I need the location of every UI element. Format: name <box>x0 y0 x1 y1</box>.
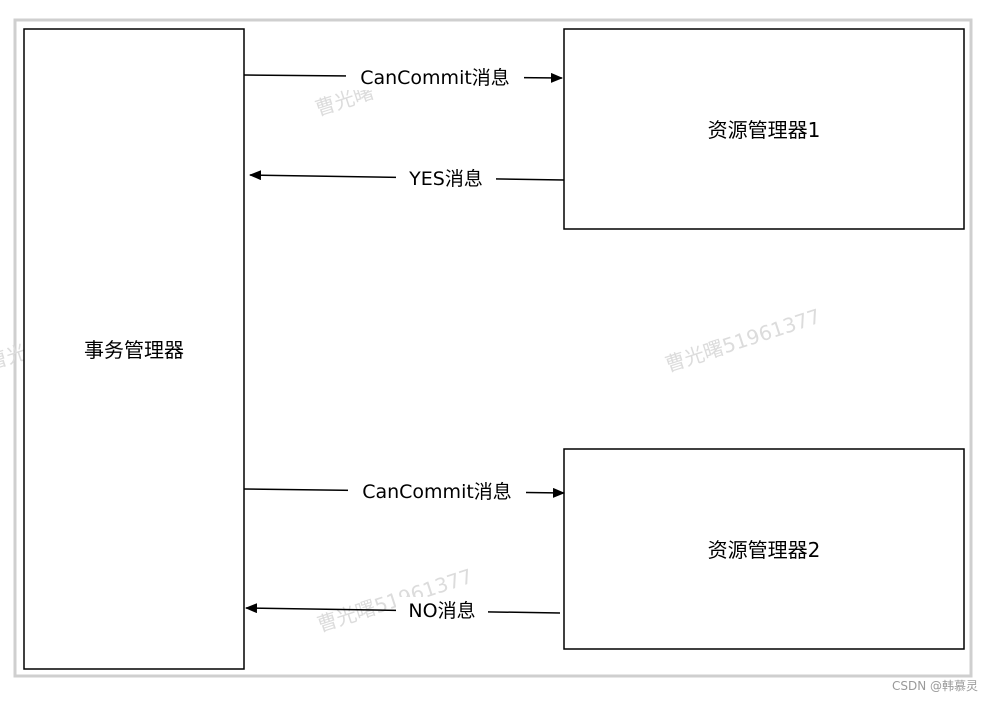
resource-manager-2-box <box>563 448 965 650</box>
no-reply-label: NO消息 <box>408 600 475 622</box>
transaction-manager-label: 事务管理器 <box>84 338 184 362</box>
transaction-manager-box <box>23 28 245 670</box>
cancommit-1-label: CanCommit消息 <box>360 67 510 89</box>
outer-frame <box>13 18 973 678</box>
resource-manager-1-label: 资源管理器1 <box>708 118 821 142</box>
cancommit-2-label: CanCommit消息 <box>362 481 512 503</box>
cancommit-1-label-bg <box>346 64 524 90</box>
no-reply-label-bg <box>396 597 488 623</box>
cancommit-2-label-bg <box>348 478 526 504</box>
resource-manager-1-box <box>563 28 965 230</box>
yes-reply-label: YES消息 <box>408 168 483 190</box>
watermark-center: 曹光曙51961377 <box>662 304 823 377</box>
csdn-footer: CSDN @韩慕灵 <box>891 679 978 693</box>
yes-reply-label-bg <box>396 165 496 191</box>
resource-manager-2-label: 资源管理器2 <box>708 538 821 562</box>
